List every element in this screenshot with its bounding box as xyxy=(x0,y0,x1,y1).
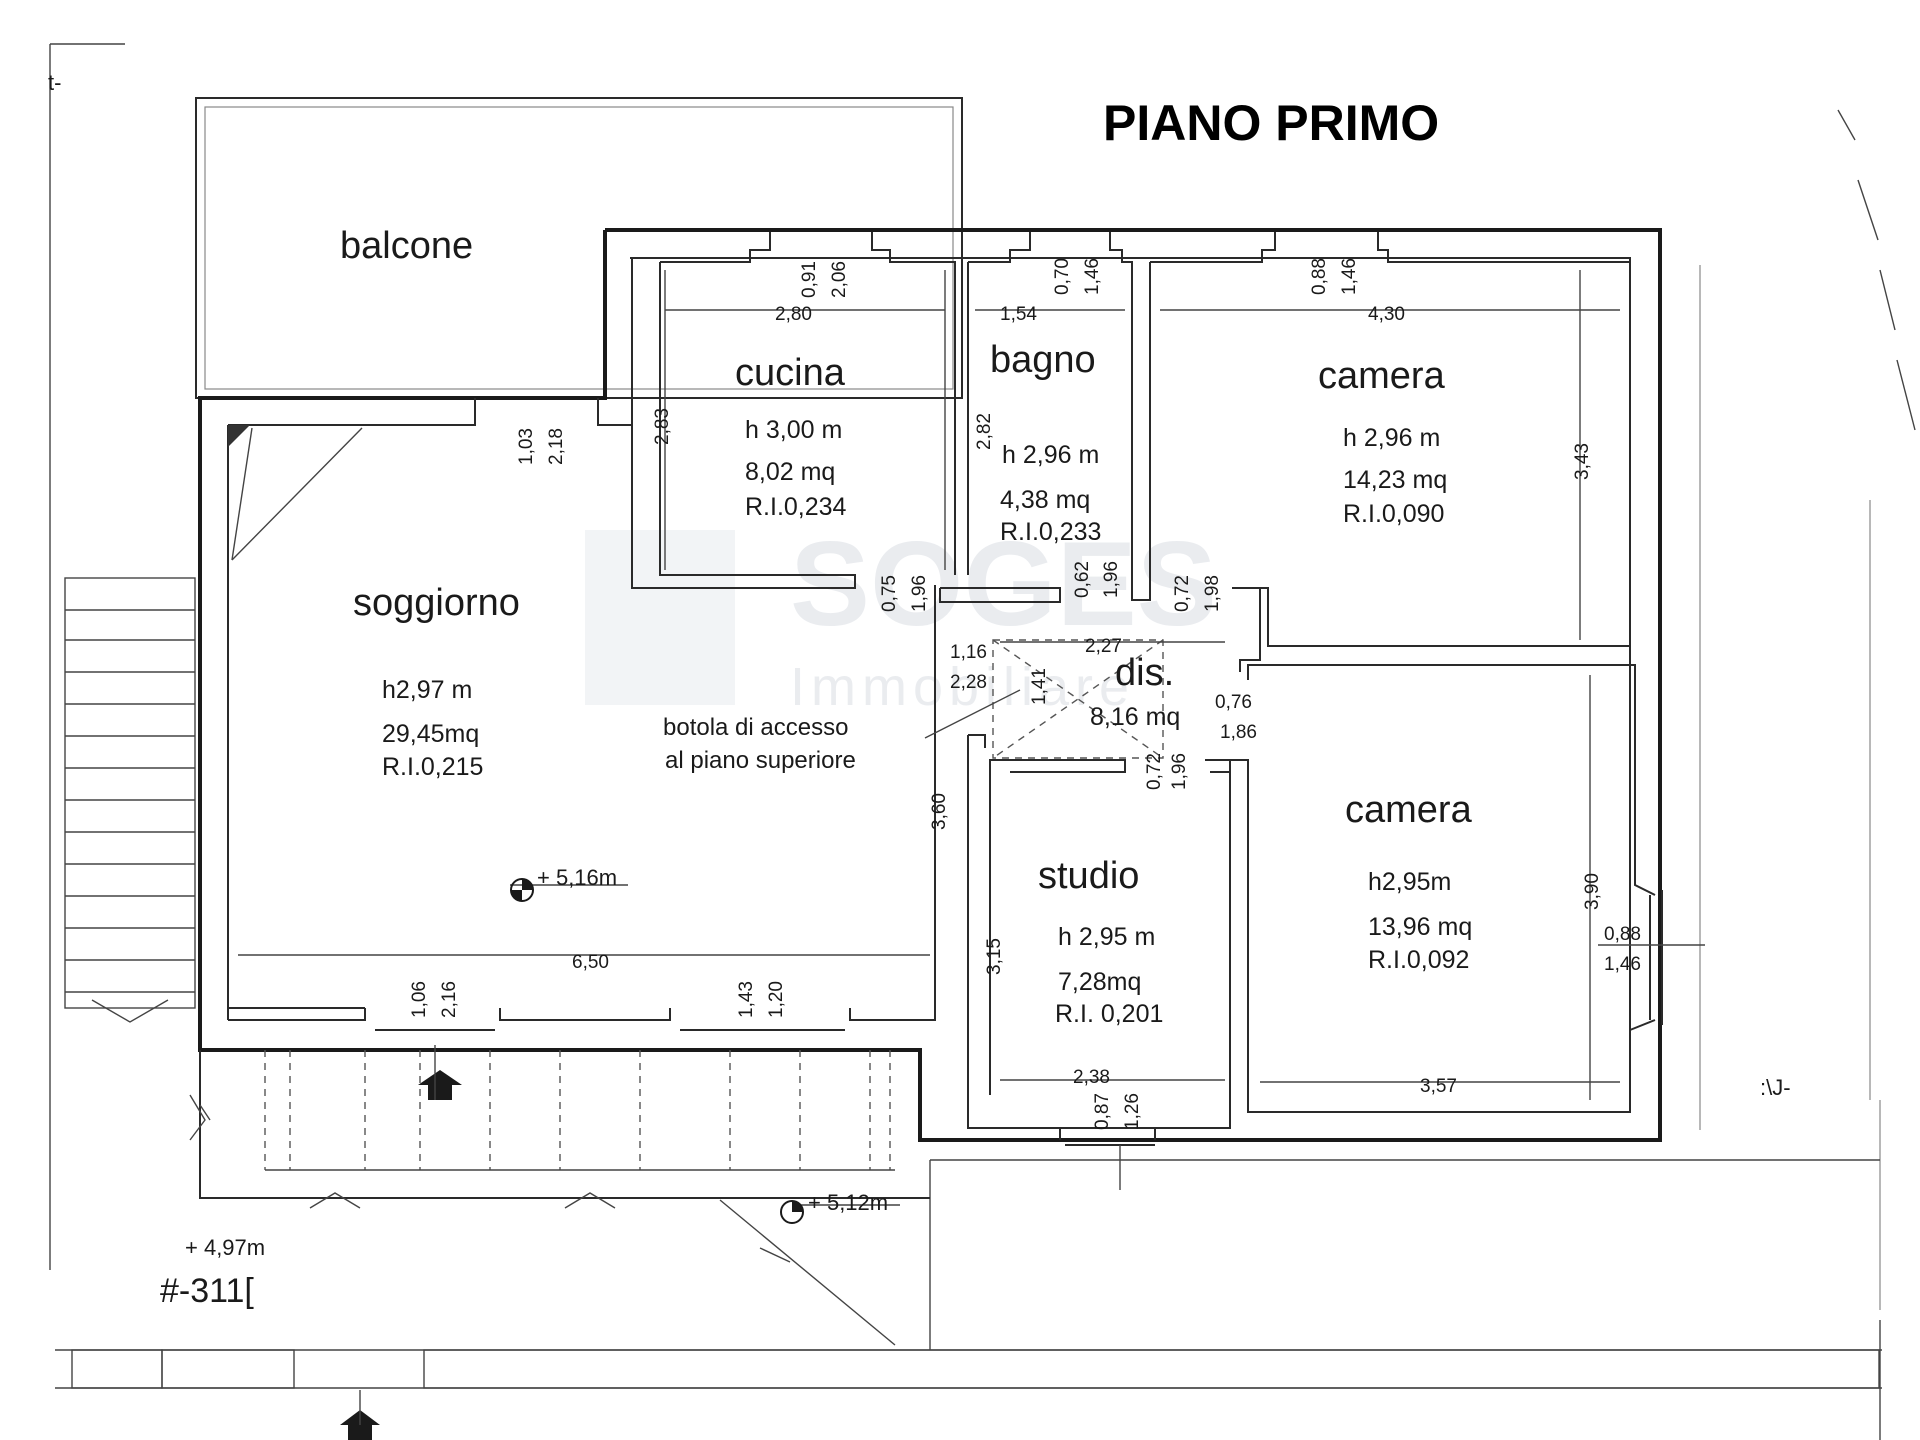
room-height-camera-1: h 2,96 m xyxy=(1343,424,1440,452)
room-name-soggiorno: soggiorno xyxy=(353,582,520,624)
dim-camera-1-height: 3,43 xyxy=(1572,443,1593,480)
room-area-camera-1: 14,23 mq xyxy=(1343,466,1447,494)
top-code: t- xyxy=(48,70,61,95)
dim-dis-width: 2,27 xyxy=(1085,636,1122,657)
walls xyxy=(198,228,1663,1146)
room-ratio-cucina: R.I.0,234 xyxy=(745,493,847,521)
room-name-bagno: bagno xyxy=(990,339,1096,381)
site-lines xyxy=(49,43,1916,1440)
dim-bagno-width: 1,54 xyxy=(1000,304,1037,325)
page-title: PIANO PRIMO xyxy=(1103,95,1439,151)
dim-door-bagno-b: 1,96 xyxy=(1101,561,1122,598)
dim-door-camera-1-a: 0,72 xyxy=(1172,575,1193,612)
room-soggiorno: soggiorno h2,97 m 29,45mq R.I.0,215 xyxy=(353,582,520,781)
dim-soggiorno-window-1-a: 1,06 xyxy=(409,981,430,1018)
dim-cucina-window-b: 2,06 xyxy=(829,261,850,298)
level-ground-code: #-311[ xyxy=(160,1272,254,1310)
dim-camera-2-window-b: 1,46 xyxy=(1604,954,1641,975)
dim-camera-1-width: 4,30 xyxy=(1368,304,1405,325)
room-name-cucina: cucina xyxy=(735,352,846,394)
room-name-camera-2: camera xyxy=(1345,789,1473,831)
room-dis: dis. 8,16 mq xyxy=(1090,652,1180,731)
room-area-bagno: 4,38 mq xyxy=(1000,486,1090,514)
dim-soggiorno-window-a: 1,03 xyxy=(516,428,537,465)
room-name-studio: studio xyxy=(1038,855,1139,897)
balcone-area xyxy=(195,97,963,399)
room-area-camera-2: 13,96 mq xyxy=(1368,913,1472,941)
terrace xyxy=(189,1045,930,1440)
dim-door-camera-2-a: 0,76 xyxy=(1215,692,1252,713)
room-ratio-bagno: R.I.0,233 xyxy=(1000,518,1101,546)
level-ground: + 4,97m xyxy=(185,1235,265,1260)
hatch-note: botola di accesso al piano superiore xyxy=(663,714,856,774)
dim-soggiorno-window-2-b: 1,20 xyxy=(766,981,787,1018)
dim-soggiorno-window-1-b: 2,16 xyxy=(439,981,460,1018)
room-height-studio: h 2,95 m xyxy=(1058,923,1155,951)
level-floor: + 5,16m xyxy=(537,865,617,890)
dim-bagno-window-b: 1,46 xyxy=(1082,258,1103,295)
hatch-symbol xyxy=(924,639,1164,759)
room-name-camera-1: camera xyxy=(1318,355,1446,397)
room-area-cucina: 8,02 mq xyxy=(745,458,835,486)
dim-door-cucina-b: 1,96 xyxy=(909,575,930,612)
room-ratio-studio: R.I. 0,201 xyxy=(1055,1000,1163,1028)
room-camera-2: camera h2,95m 13,96 mq R.I.0,092 xyxy=(1345,789,1473,974)
watermark-main: SOGES xyxy=(790,517,1217,651)
room-name-balcone: balcone xyxy=(340,225,473,267)
dim-soggiorno-height: 3,60 xyxy=(929,793,950,830)
room-studio: studio h 2,95 m 7,28mq R.I. 0,201 xyxy=(1038,855,1163,1028)
room-camera-1: camera h 2,96 m 14,23 mq R.I.0,090 xyxy=(1318,355,1447,528)
dim-camera-2-height: 3,90 xyxy=(1582,873,1603,910)
dim-studio-width: 2,38 xyxy=(1073,1067,1110,1088)
dim-bagno-height: 2,82 xyxy=(974,413,995,450)
dim-door-camera-1-b: 1,98 xyxy=(1202,575,1223,612)
dim-door-studio-a: 0,72 xyxy=(1144,753,1165,790)
room-area-studio: 7,28mq xyxy=(1058,968,1141,996)
room-ratio-camera-1: R.I.0,090 xyxy=(1343,500,1444,528)
level-terrace: + 5,12m xyxy=(808,1190,888,1215)
dim-camera-1-window-b: 1,46 xyxy=(1339,258,1360,295)
dim-cucina-width: 2,80 xyxy=(775,304,812,325)
room-ratio-soggiorno: R.I.0,215 xyxy=(382,753,483,781)
dim-soggiorno-width: 6,50 xyxy=(572,952,609,973)
room-height-soggiorno: h2,97 m xyxy=(382,676,472,704)
entrance-arrow-icon xyxy=(418,1070,462,1100)
room-height-bagno: h 2,96 m xyxy=(1002,441,1099,469)
dim-door-cucina-a: 0,75 xyxy=(879,575,900,612)
dim-cucina-height: 2,83 xyxy=(652,408,673,445)
dim-cucina-window-a: 0,91 xyxy=(799,261,820,298)
dim-soggiorno-window-b: 2,18 xyxy=(546,428,567,465)
dim-dis-a: 1,16 xyxy=(950,642,987,663)
room-ratio-camera-2: R.I.0,092 xyxy=(1368,946,1469,974)
dim-studio-height: 3,15 xyxy=(984,938,1005,975)
level-markers: + 5,16m + 5,12m + 4,97m #-311[ :\J- xyxy=(160,865,1791,1310)
watermark-sub: Immobiliare xyxy=(790,657,1135,717)
stair xyxy=(64,577,196,1023)
dim-door-camera-2-b: 1,86 xyxy=(1220,722,1257,743)
dimension-labels: 2,80 0,91 2,06 2,83 1,54 0,70 1,46 2,82 … xyxy=(409,258,1641,1130)
right-code: :\J- xyxy=(1760,1075,1791,1100)
dim-door-bagno-a: 0,62 xyxy=(1072,561,1093,598)
dim-bagno-window-a: 0,70 xyxy=(1052,258,1073,295)
dim-studio-window-b: 1,26 xyxy=(1122,1093,1143,1130)
dim-studio-window-a: 0,87 xyxy=(1092,1093,1113,1130)
room-name-dis: dis. xyxy=(1115,652,1174,694)
room-bagno: bagno h 2,96 m 4,38 mq R.I.0,233 xyxy=(990,339,1101,546)
dim-door-studio-b: 1,96 xyxy=(1169,753,1190,790)
dim-camera-2-width: 3,57 xyxy=(1420,1076,1457,1097)
dim-camera-1-window-a: 0,88 xyxy=(1309,258,1330,295)
hatch-note-line-2: al piano superiore xyxy=(665,747,856,774)
room-cucina: cucina h 3,00 m 8,02 mq R.I.0,234 xyxy=(735,352,847,521)
hatch-note-line-1: botola di accesso xyxy=(663,714,848,741)
room-area-dis: 8,16 mq xyxy=(1090,703,1180,731)
dim-soggiorno-window-2-a: 1,43 xyxy=(736,981,757,1018)
dim-dis-b: 2,28 xyxy=(950,672,987,693)
room-area-soggiorno: 29,45mq xyxy=(382,720,479,748)
dim-dis-diagonal: 1,41 xyxy=(1029,668,1050,705)
room-height-cucina: h 3,00 m xyxy=(745,416,842,444)
dimension-lines xyxy=(238,270,1705,1206)
room-height-camera-2: h2,95m xyxy=(1368,868,1451,896)
dim-camera-2-window-a: 0,88 xyxy=(1604,924,1641,945)
